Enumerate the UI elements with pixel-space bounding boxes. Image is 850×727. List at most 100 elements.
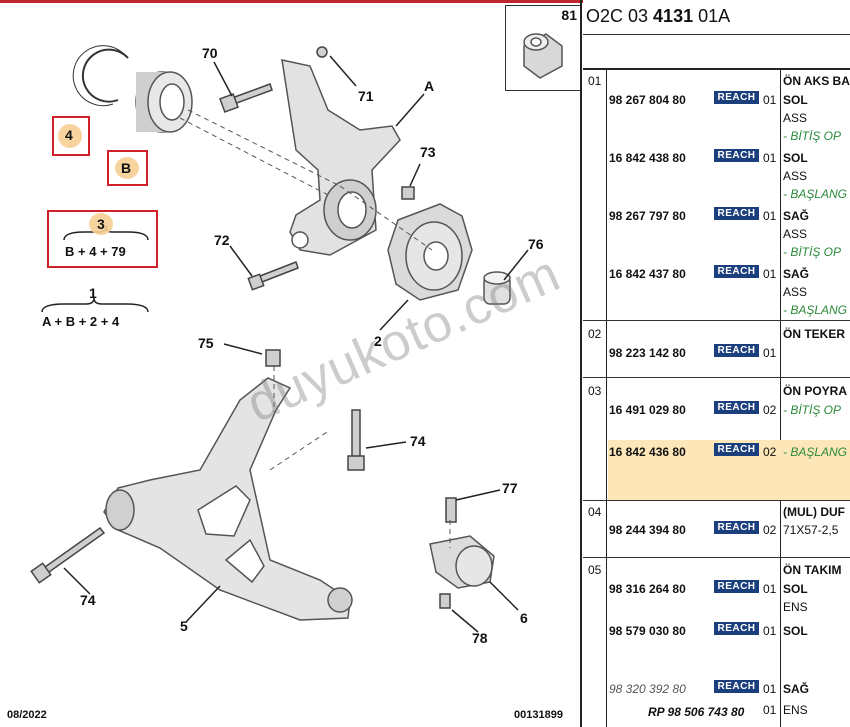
description: SOL: [783, 624, 808, 638]
callout-6: 6: [520, 610, 528, 626]
callout-73: 73: [420, 144, 436, 160]
column-line: [606, 70, 607, 727]
part-number[interactable]: 16 491 029 80: [609, 403, 686, 417]
wheel-hub-shape: [387, 203, 473, 301]
part-number[interactable]: 98 267 797 80: [609, 209, 686, 223]
description: 71X57-2,5: [783, 523, 839, 537]
part-number[interactable]: 98 244 394 80: [609, 523, 686, 537]
description: SOL: [783, 93, 808, 107]
callout-71: 71: [358, 88, 374, 104]
highlight-circle: [58, 124, 82, 148]
callout-74-right: 74: [410, 433, 426, 449]
part-number[interactable]: 98 267 804 80: [609, 93, 686, 107]
reach-badge: REACH: [714, 265, 759, 278]
section-number: 04: [588, 505, 602, 519]
part-number[interactable]: 98 579 030 80: [609, 624, 686, 638]
description: ENS: [783, 600, 808, 614]
section-title: ÖN AKS BA: [783, 74, 850, 88]
callout-2: 2: [374, 333, 382, 349]
callout-72: 72: [214, 232, 230, 248]
reach-badge: REACH: [714, 580, 759, 593]
description: ASS: [783, 285, 808, 299]
redbox-4: 4: [52, 116, 90, 156]
diagram-date: 08/2022: [7, 709, 47, 721]
quantity: 01: [763, 703, 777, 717]
formula-1: A + B + 2 + 4: [42, 314, 120, 329]
redbox-3: 3 B + 4 + 79: [47, 210, 158, 268]
part-number[interactable]: 98 316 264 80: [609, 582, 686, 596]
steering-knuckle-shape: [281, 59, 401, 256]
bolt-shapes: [30, 46, 457, 609]
circlip-ring-shape: [72, 45, 129, 107]
callout-81: 81: [561, 7, 577, 23]
ref-suffix: 01A: [693, 6, 731, 26]
description: - BAŞLANG: [783, 445, 848, 459]
ball-joint-shape: [429, 535, 495, 589]
description: SOL: [783, 582, 808, 596]
part-81-thumbnail: 81: [505, 5, 581, 91]
section-rule: [583, 377, 850, 378]
panel-divider: [580, 0, 582, 727]
reference-number: O2C 03 4131 01A: [586, 6, 730, 27]
section-title: ÖN TEKER: [783, 327, 846, 341]
exploded-suspension-diagram: [30, 45, 529, 633]
quantity: 01: [763, 209, 777, 223]
description: - BİTİŞ OP: [783, 129, 842, 143]
part-number[interactable]: 98 320 392 80: [609, 682, 686, 696]
quantity: 01: [763, 93, 777, 107]
assembly-dashed-lines: [179, 109, 451, 548]
callout-74-left: 74: [80, 592, 96, 608]
bushing-shape: [483, 271, 511, 305]
reach-badge: REACH: [714, 401, 759, 414]
reach-badge: REACH: [714, 344, 759, 357]
callout-75: 75: [198, 335, 214, 351]
callout-70: 70: [202, 45, 218, 61]
quantity: 01: [763, 267, 777, 281]
highlight-circle: [115, 157, 139, 179]
callout-78: 78: [472, 630, 488, 646]
part-number[interactable]: 98 223 142 80: [609, 346, 686, 360]
part-number[interactable]: 16 842 438 80: [609, 151, 686, 165]
description: ASS: [783, 227, 808, 241]
column-line: [780, 70, 781, 727]
callout-76: 76: [528, 236, 544, 252]
bearing-shape: [135, 71, 193, 133]
lower-control-arm-shape: [103, 377, 353, 621]
part-number[interactable]: RP 98 506 743 80: [648, 705, 745, 719]
callout-leader-lines: [63, 55, 529, 633]
reach-badge: REACH: [714, 91, 759, 104]
rivet-nut-icon: [523, 33, 563, 79]
quantity: 01: [763, 346, 777, 360]
ref-prefix: O2C 03: [586, 6, 654, 26]
part-number[interactable]: 16 842 436 80: [609, 445, 686, 459]
redbox-B: B: [107, 150, 148, 186]
callout-3: 3: [97, 216, 105, 232]
section-rule: [583, 557, 850, 558]
header-rule: [583, 34, 850, 35]
diagram-code: 00131899: [514, 709, 563, 721]
quantity: 01: [763, 624, 777, 638]
callout-A: A: [424, 78, 435, 94]
quantity: 01: [763, 682, 777, 696]
callout-4: 4: [65, 127, 73, 143]
section-rule: [583, 500, 850, 501]
diagram-panel: 70 71 A 73 72 76 2 75 74 77 6 78 5 74 4 …: [0, 0, 583, 721]
description: - BİTİŞ OP: [783, 403, 842, 417]
reach-badge: REACH: [714, 149, 759, 162]
quantity: 02: [763, 523, 777, 537]
quantity: 02: [763, 403, 777, 417]
section-number: 01: [588, 74, 602, 88]
description: SAĞ: [783, 682, 810, 696]
quantity: 01: [763, 151, 777, 165]
quantity: 02: [763, 445, 777, 459]
section-number: 02: [588, 327, 602, 341]
callout-5: 5: [180, 618, 188, 634]
callout-B: B: [121, 160, 132, 176]
section-number: 03: [588, 384, 602, 398]
part-number[interactable]: 16 842 437 80: [609, 267, 686, 281]
section-title: ÖN POYRA: [783, 384, 848, 398]
description: - BAŞLANG: [783, 303, 848, 317]
header-rule-bold: [583, 68, 850, 70]
section-title: ÖN TAKIM: [783, 563, 842, 577]
reach-badge: REACH: [714, 622, 759, 635]
